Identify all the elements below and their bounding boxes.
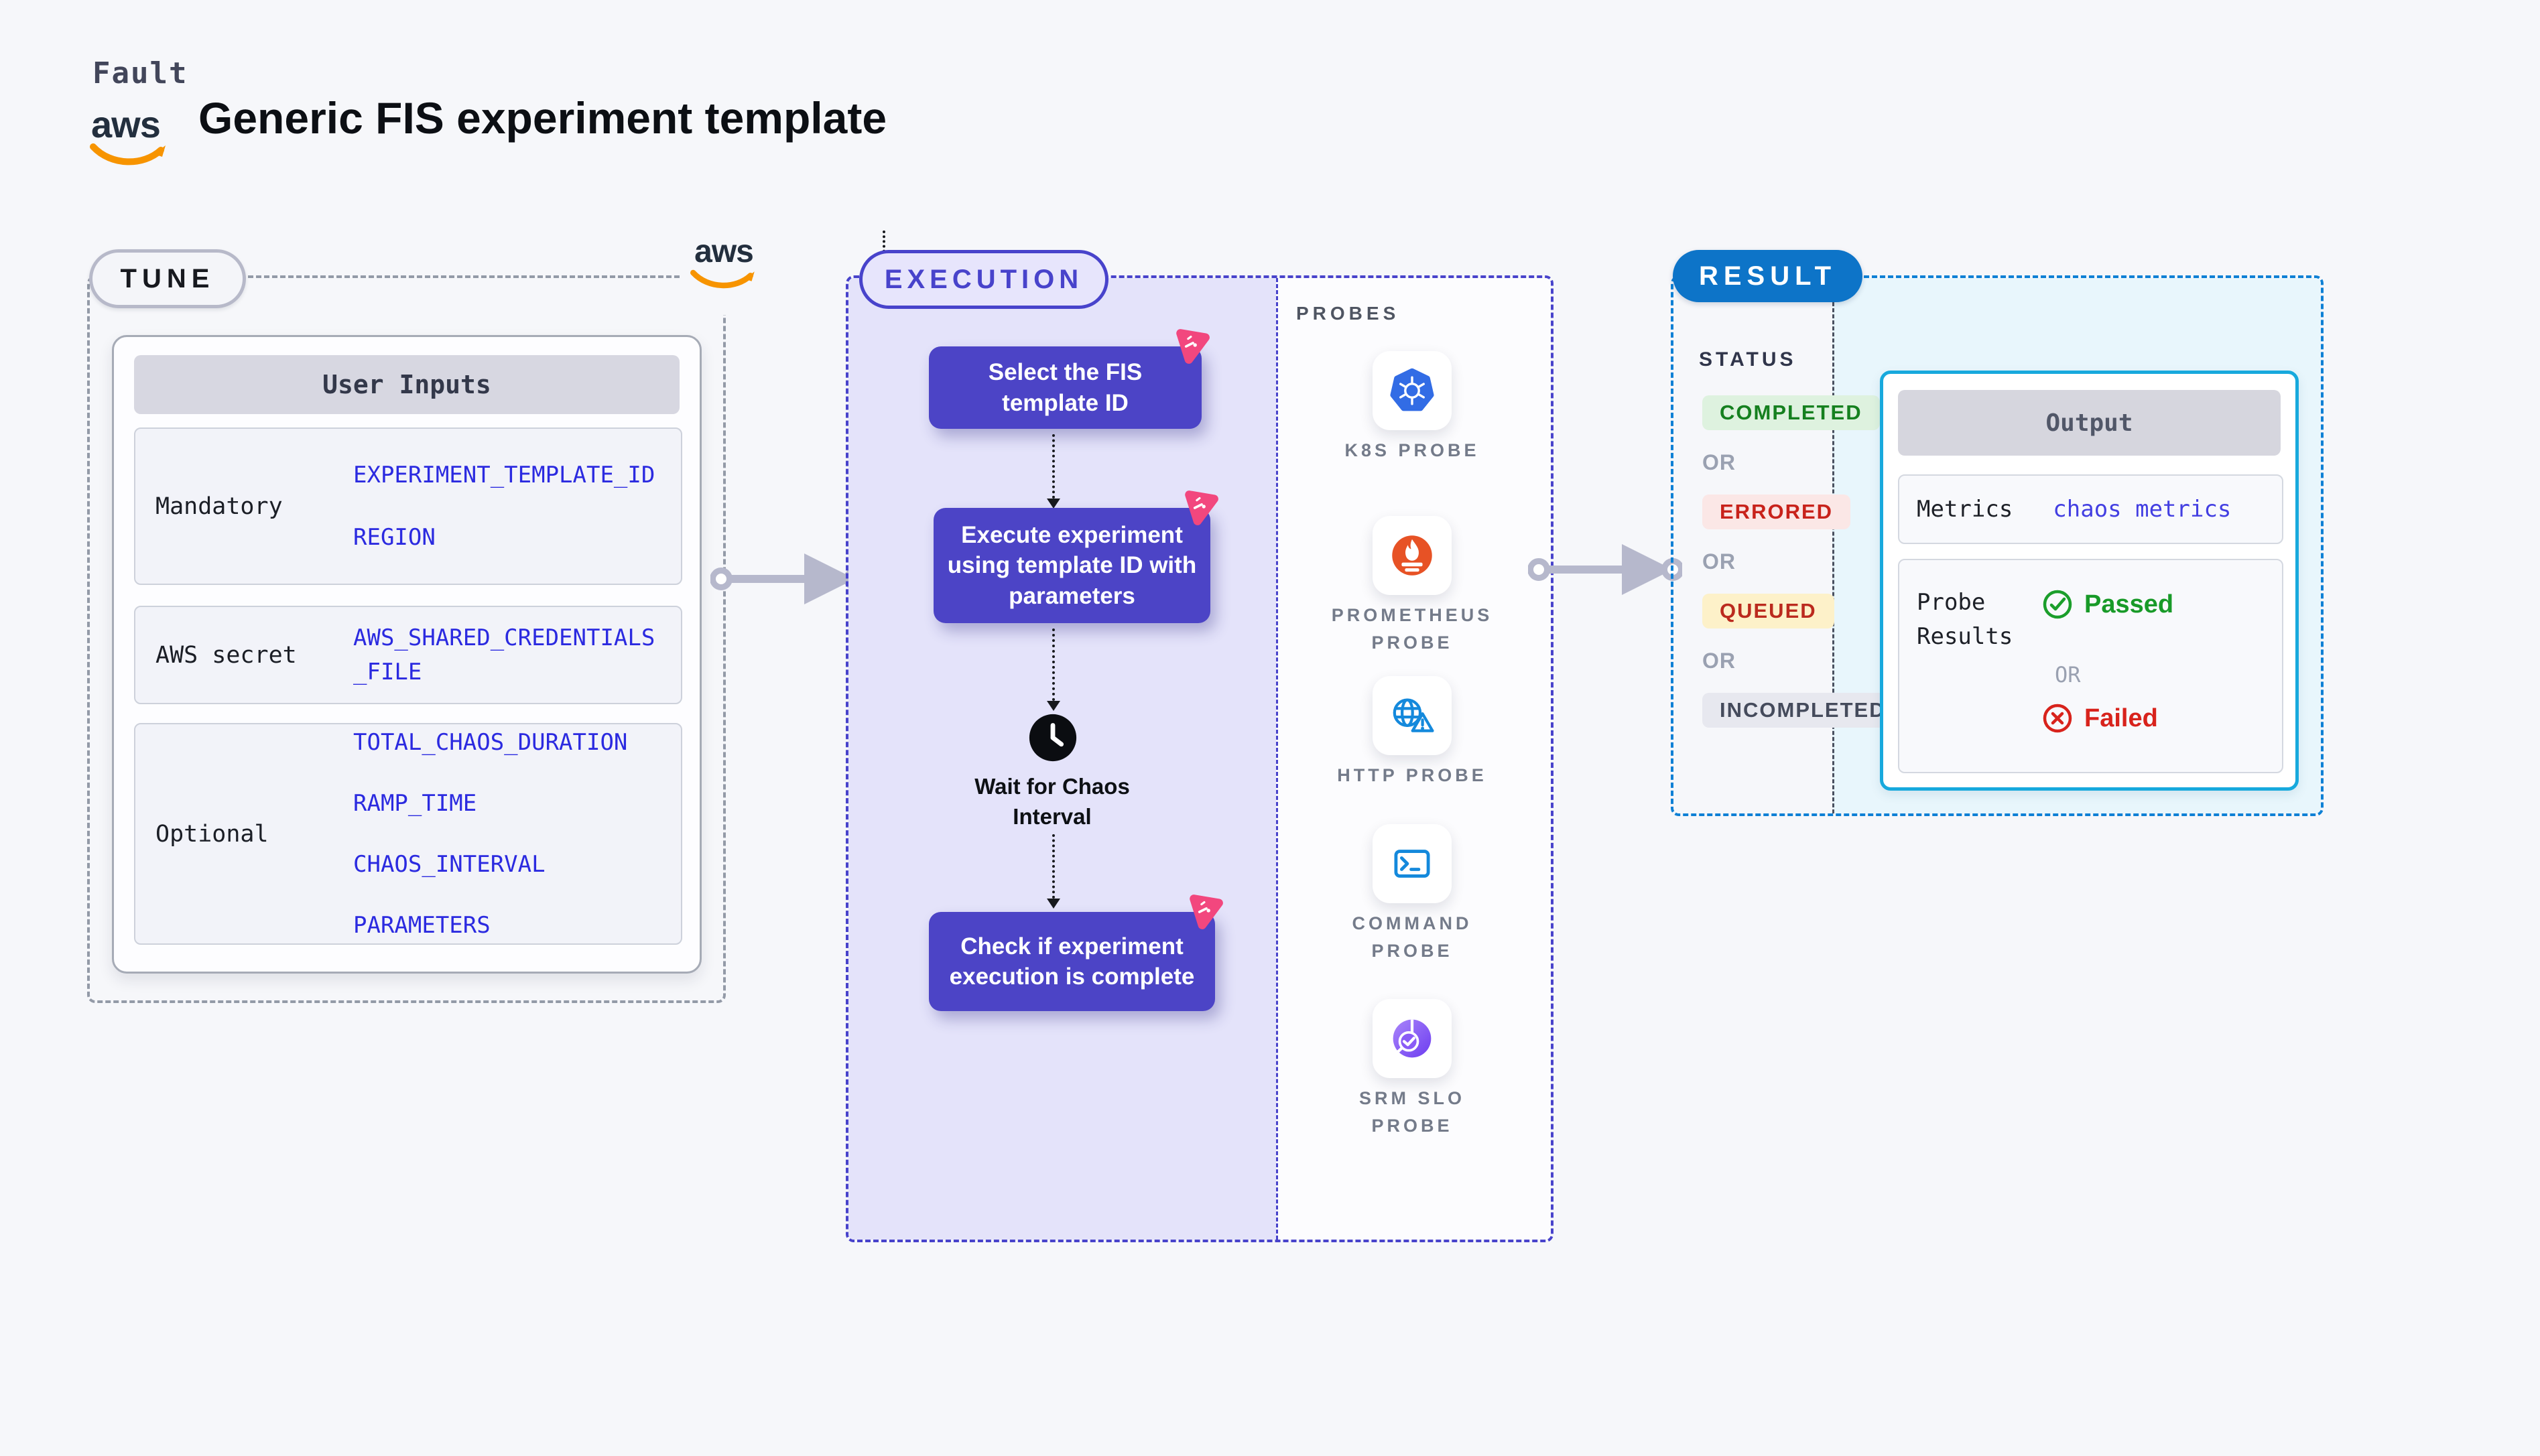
- user-inputs-header: User Inputs: [134, 355, 680, 414]
- step-label: Select the FIS template ID: [988, 359, 1143, 416]
- probe-card-prometheus: [1373, 516, 1452, 595]
- status-list: COMPLETED OR ERRORED OR QUEUED OR INCOMP…: [1702, 395, 1903, 728]
- execution-pill-label: EXECUTION: [884, 264, 1084, 294]
- result-pill-label: RESULT: [1698, 261, 1837, 291]
- aws-logo-text: aws: [91, 103, 161, 145]
- step-label: Execute experiment using template ID wit…: [947, 521, 1197, 609]
- or-label: OR: [2055, 662, 2081, 687]
- or-label: OR: [1702, 649, 1736, 673]
- status-badge-completed: COMPLETED: [1702, 395, 1880, 430]
- user-inputs-row-aws-secret: AWS secret AWS_SHARED_CREDENTIALS_FILE: [134, 606, 682, 704]
- flow-arrowhead-icon: [1047, 499, 1060, 509]
- step-select-template: Select the FIS template ID: [929, 329, 1210, 429]
- probe-card-srm-slo: [1373, 999, 1452, 1078]
- aws-smile-icon: [690, 269, 755, 289]
- failed-result: Failed: [2041, 702, 2158, 734]
- page-title: Generic FIS experiment template: [198, 93, 887, 143]
- result-divider: [1832, 278, 1834, 813]
- probe-results-label: Probe Results: [1917, 589, 2013, 650]
- clock-icon: [1029, 714, 1077, 762]
- step-execute-experiment: Execute experiment using template ID wit…: [934, 490, 1218, 623]
- input-variable: REGION: [353, 523, 436, 551]
- probe-results-row: Probe Results Passed OR Failed: [1898, 559, 2283, 773]
- input-variable: PARAMETERS: [353, 911, 491, 939]
- row-values: TOTAL_CHAOS_DURATION RAMP_TIME CHAOS_INT…: [353, 724, 668, 943]
- probe-card-command: [1373, 824, 1452, 903]
- srm-slo-icon: [1393, 1019, 1432, 1058]
- probe-card-k8s: [1373, 351, 1452, 430]
- probe-label-http: HTTP PROBE: [1337, 765, 1487, 785]
- metrics-label: Metrics: [1917, 496, 2013, 523]
- status-title: STATUS: [1699, 348, 1797, 371]
- or-label: OR: [1702, 549, 1736, 574]
- input-variable: RAMP_TIME: [353, 789, 477, 817]
- input-variable: EXPERIMENT_TEMPLATE_ID: [353, 461, 655, 488]
- execution-pill: EXECUTION: [859, 250, 1108, 309]
- x-circle-icon: [2043, 704, 2072, 733]
- row-label: Mandatory: [155, 492, 283, 520]
- chaos-fault-icon: [1176, 329, 1210, 364]
- flow-connector: [1052, 834, 1055, 899]
- kubernetes-icon: [1390, 368, 1434, 411]
- row-values: AWS_SHARED_CREDENTIALS_FILE: [353, 607, 668, 703]
- step-label: Check if experiment execution is complet…: [949, 933, 1195, 990]
- step-check-complete: Check if experiment execution is complet…: [929, 895, 1223, 1011]
- aws-logo: aws: [90, 106, 170, 171]
- metrics-row: Metrics chaos metrics: [1898, 474, 2283, 544]
- flow-arrowhead-icon: [1047, 701, 1060, 711]
- aws-smile-icon: [90, 143, 166, 166]
- probe-card-http: [1373, 676, 1452, 755]
- passed-label: Passed: [2084, 590, 2174, 618]
- row-label: Optional: [155, 820, 269, 848]
- status-badge-queued: QUEUED: [1702, 594, 1834, 628]
- passed-result: Passed: [2041, 588, 2173, 620]
- execution-top-connector: [883, 230, 885, 257]
- probe-label-k8s: K8S PROBE: [1344, 440, 1480, 460]
- metrics-value: chaos metrics: [2053, 496, 2232, 523]
- flow-connector: [1052, 628, 1055, 701]
- probes-area: [1276, 278, 1551, 1240]
- probes-title: PROBES: [1296, 303, 1400, 324]
- http-icon: [1393, 698, 1434, 732]
- brand-label: Fault: [92, 56, 188, 90]
- flow-connector: [1052, 434, 1055, 499]
- result-pill: RESULT: [1673, 250, 1862, 302]
- input-variable: TOTAL_CHAOS_DURATION: [353, 728, 628, 756]
- output-card: Output Metrics chaos metrics Probe Resul…: [1880, 371, 2299, 791]
- tune-panel: [87, 275, 726, 1003]
- status-badge-errored: ERRORED: [1702, 494, 1851, 529]
- user-inputs-card: User Inputs Mandatory EXPERIMENT_TEMPLAT…: [112, 335, 702, 974]
- or-label: OR: [1702, 450, 1736, 474]
- tune-aws-logo: aws: [680, 236, 767, 315]
- prometheus-icon: [1392, 535, 1432, 576]
- row-label: AWS secret: [155, 641, 297, 669]
- tune-pill-label: TUNE: [120, 263, 215, 293]
- probe-label-srm-slo: SRM SLO PROBE: [1358, 1088, 1465, 1136]
- output-header: Output: [1898, 390, 2281, 456]
- probe-label-prometheus: PROMETHEUS PROBE: [1331, 605, 1493, 653]
- user-inputs-row-optional: Optional TOTAL_CHAOS_DURATION RAMP_TIME …: [134, 723, 682, 945]
- user-inputs-row-mandatory: Mandatory EXPERIMENT_TEMPLATE_ID REGION: [134, 427, 682, 585]
- input-variable: CHAOS_INTERVAL: [353, 850, 546, 878]
- check-circle-icon: [2043, 590, 2072, 619]
- chaos-fault-icon: [1190, 895, 1223, 929]
- chaos-fault-icon: [1185, 490, 1218, 525]
- input-variable: AWS_SHARED_CREDENTIALS_FILE: [353, 624, 655, 685]
- tune-pill: TUNE: [89, 249, 246, 308]
- arrow-tune-to-execution: [710, 553, 865, 604]
- step-wait-label: Wait for Chaos Interval: [974, 774, 1130, 829]
- aws-logo-text: aws: [694, 234, 754, 269]
- status-badge-incompleted: INCOMPLETED: [1702, 693, 1903, 728]
- row-values: EXPERIMENT_TEMPLATE_ID REGION: [353, 429, 668, 584]
- probe-label-command: COMMAND PROBE: [1352, 913, 1472, 961]
- arrow-execution-to-result: [1528, 544, 1682, 595]
- command-icon: [1394, 850, 1430, 878]
- failed-label: Failed: [2084, 704, 2158, 732]
- flow-arrowhead-icon: [1047, 899, 1060, 909]
- execution-panel: [846, 275, 1553, 1242]
- probes-divider: [1276, 278, 1278, 1240]
